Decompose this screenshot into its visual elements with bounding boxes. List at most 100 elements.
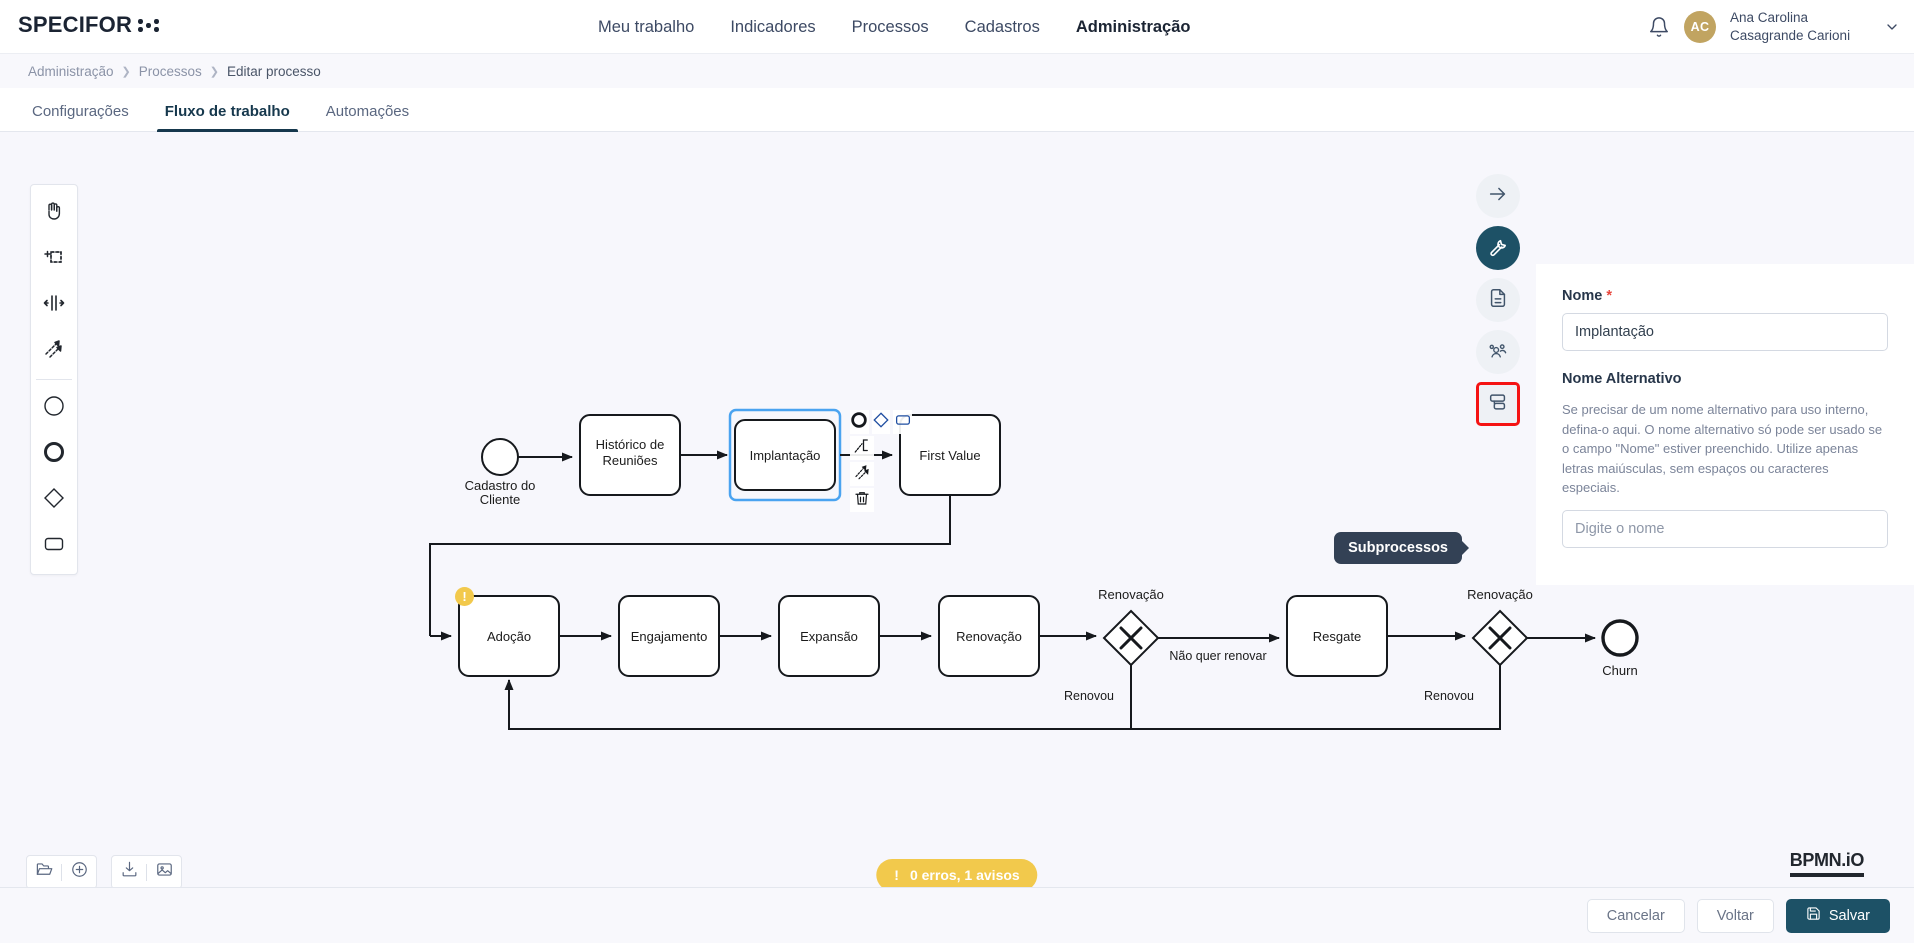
top-navigation-bar: SPECIFOR Meu trabalho Indicadores Proces… [0, 0, 1914, 54]
hand-icon [42, 199, 66, 228]
open-diagram-button[interactable] [27, 856, 61, 888]
task-warning-icon[interactable]: ! [455, 587, 474, 606]
circle-thick-icon [42, 440, 66, 469]
node-label-expansao: Expansão [800, 629, 858, 644]
canvas-bottom-tools [26, 855, 182, 889]
palette-create-end-event[interactable] [34, 432, 74, 476]
export-tools-group [111, 855, 182, 889]
rail-collapse-panel-button[interactable] [1476, 174, 1520, 218]
context-append-text-annotation[interactable] [850, 436, 874, 460]
bpmn-gateway-renovacao-2[interactable] [1471, 609, 1529, 667]
palette-create-gateway[interactable] [34, 478, 74, 522]
status-badge[interactable]: ! 0 erros, 1 avisos [876, 859, 1038, 891]
bpmn-context-pad [850, 410, 913, 512]
save-button[interactable]: Salvar [1785, 898, 1890, 933]
space-tool-icon [42, 291, 66, 320]
back-button[interactable]: Voltar [1696, 898, 1774, 933]
floppy-disk-icon [1806, 906, 1821, 925]
bpmn-gateway-renovacao-1[interactable] [1102, 609, 1160, 667]
rail-people-panel-button[interactable] [1476, 330, 1520, 374]
circle-thin-icon [42, 394, 66, 423]
document-icon [1487, 287, 1509, 314]
name-input[interactable] [1562, 313, 1888, 351]
node-label-cadastro-do-cliente: Cadastro do [465, 478, 536, 493]
breadcrumb-item-processos[interactable]: Processos [138, 63, 202, 79]
node-label-renovacao: Renovação [956, 629, 1022, 644]
tab-configuracoes[interactable]: Configurações [32, 103, 129, 120]
node-label-historico-de-reunioes: Histórico de [596, 437, 665, 452]
breadcrumb-item-editar-processo: Editar processo [227, 63, 321, 79]
edge-label-renovou-1: Renovou [1064, 689, 1114, 703]
tab-automacoes[interactable]: Automações [325, 103, 410, 120]
tooltip-subprocessos: Subprocessos [1334, 532, 1462, 564]
node-label-gateway-renovacao-1: Renovação [1098, 587, 1164, 602]
chevron-down-icon[interactable] [1884, 19, 1900, 35]
context-append-task[interactable] [893, 410, 913, 434]
bell-icon[interactable] [1648, 16, 1670, 38]
breadcrumb-item-administracao[interactable]: Administração [28, 63, 114, 79]
nav-item-cadastros[interactable]: Cadastros [964, 17, 1040, 36]
status-badge-text: 0 erros, 1 avisos [909, 867, 1020, 883]
bpmn-task-implantacao[interactable] [734, 419, 836, 491]
arrow-right-icon [1487, 183, 1509, 210]
main-nav-links: Meu trabalho Indicadores Processos Cadas… [598, 0, 1190, 54]
node-label-first-value: First Value [919, 448, 980, 463]
context-delete[interactable] [850, 488, 874, 512]
palette-lasso-tool[interactable] [34, 237, 74, 281]
bpmn-start-event[interactable] [481, 438, 519, 476]
context-append-gateway[interactable] [871, 410, 891, 434]
palette-space-tool[interactable] [34, 283, 74, 327]
nav-right-cluster: AC Ana Carolina Casagrande Carioni [1648, 0, 1900, 54]
node-label-resgate: Resgate [1313, 629, 1361, 644]
palette-create-start-event[interactable] [34, 386, 74, 430]
palette-global-connect-tool[interactable] [34, 329, 74, 373]
palette-create-task[interactable] [34, 524, 74, 568]
brand-name: SPECIFOR [18, 12, 133, 37]
trash-icon [853, 489, 871, 512]
nav-item-meu-trabalho[interactable]: Meu trabalho [598, 17, 695, 36]
node-label-adocao: Adoção [487, 629, 531, 644]
save-button-label: Salvar [1828, 907, 1870, 924]
bpmn-diagram[interactable]: Cadastro do Cliente Histórico de Reuniõe… [0, 132, 1914, 872]
user-name: Ana Carolina Casagrande Carioni [1730, 9, 1851, 43]
context-append-end-event[interactable] [850, 410, 869, 434]
bpmn-end-event-churn[interactable] [1601, 619, 1639, 657]
rail-subprocess-panel-button[interactable] [1476, 382, 1520, 426]
bpmn-canvas[interactable]: Cadastro do Cliente Histórico de Reuniõe… [0, 132, 1914, 943]
context-connect[interactable] [850, 462, 874, 486]
bpmn-io-watermark[interactable]: BPMN.iO [1789, 850, 1864, 877]
folder-open-icon [35, 860, 54, 884]
rail-documents-panel-button[interactable] [1476, 278, 1520, 322]
footer-action-bar: Cancelar Voltar Salvar [0, 887, 1914, 943]
app-logo[interactable]: SPECIFOR [18, 12, 164, 38]
nav-item-indicadores[interactable]: Indicadores [730, 17, 816, 36]
people-icon [1487, 339, 1509, 366]
rail-settings-panel-button[interactable] [1476, 226, 1520, 270]
breadcrumb-separator-icon: ❯ [209, 65, 220, 78]
download-diagram-button[interactable] [112, 856, 146, 888]
avatar[interactable]: AC [1684, 11, 1716, 43]
node-label-engajamento: Engajamento [631, 629, 708, 644]
edge-label-renovou-2: Renovou [1424, 689, 1474, 703]
logo-dots-icon [138, 16, 164, 34]
lasso-select-icon [42, 245, 66, 274]
nav-item-administracao[interactable]: Administração [1075, 17, 1191, 36]
new-diagram-button[interactable] [62, 856, 96, 888]
bpmn-palette [30, 184, 78, 575]
palette-hand-tool[interactable] [34, 191, 74, 235]
wrench-icon [1487, 235, 1509, 262]
name-field-label: Nome * [1562, 288, 1888, 304]
bpmn-flow [429, 495, 951, 636]
nav-item-processos[interactable]: Processos [851, 17, 929, 36]
warning-icon: ! [894, 867, 899, 883]
alt-name-input[interactable] [1562, 509, 1888, 548]
connect-arrow-icon [42, 337, 66, 366]
cancel-button[interactable]: Cancelar [1586, 898, 1685, 933]
export-image-button[interactable] [147, 856, 181, 888]
diamond-icon [42, 486, 66, 515]
connect-arrow-icon [853, 463, 871, 486]
rounded-rect-icon [42, 532, 66, 561]
tab-fluxo-de-trabalho[interactable]: Fluxo de trabalho [147, 103, 308, 132]
name-label-text: Nome [1562, 288, 1603, 304]
diamond-icon [872, 411, 890, 434]
